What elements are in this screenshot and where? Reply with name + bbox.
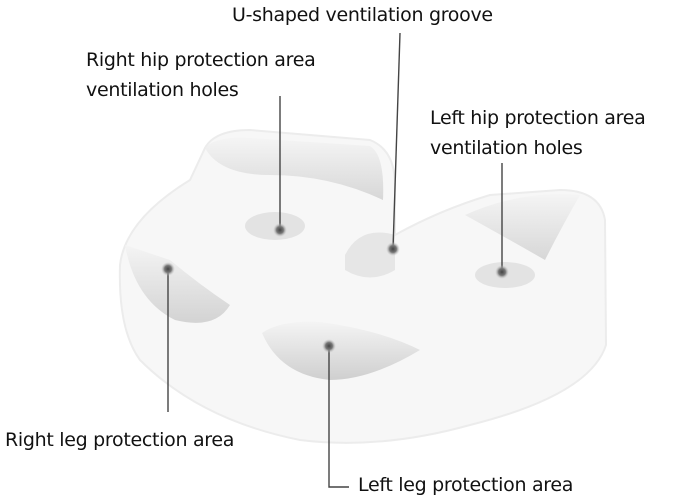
right-hip-dot xyxy=(273,223,287,237)
right-hip-label-line2: ventilation holes xyxy=(86,79,239,101)
right-leg-dot xyxy=(161,262,175,276)
u-groove-dot xyxy=(386,242,400,256)
u-groove-label: U-shaped ventilation groove xyxy=(232,4,493,26)
left-hip-label-line2: ventilation holes xyxy=(430,137,583,159)
left-leg-leader xyxy=(328,346,349,488)
left-hip-dot xyxy=(495,265,509,279)
left-leg-label: Left leg protection area xyxy=(358,474,574,496)
right-hip-label-line1: Right hip protection area xyxy=(86,49,316,71)
right-leg-label: Right leg protection area xyxy=(5,429,235,451)
left-hip-label-line1: Left hip protection area xyxy=(430,107,646,129)
leader-lines xyxy=(167,32,503,488)
left-leg-dot xyxy=(322,339,336,353)
u-groove-leader xyxy=(392,32,401,250)
cushion-body xyxy=(118,128,608,444)
marker-dots xyxy=(161,223,509,353)
